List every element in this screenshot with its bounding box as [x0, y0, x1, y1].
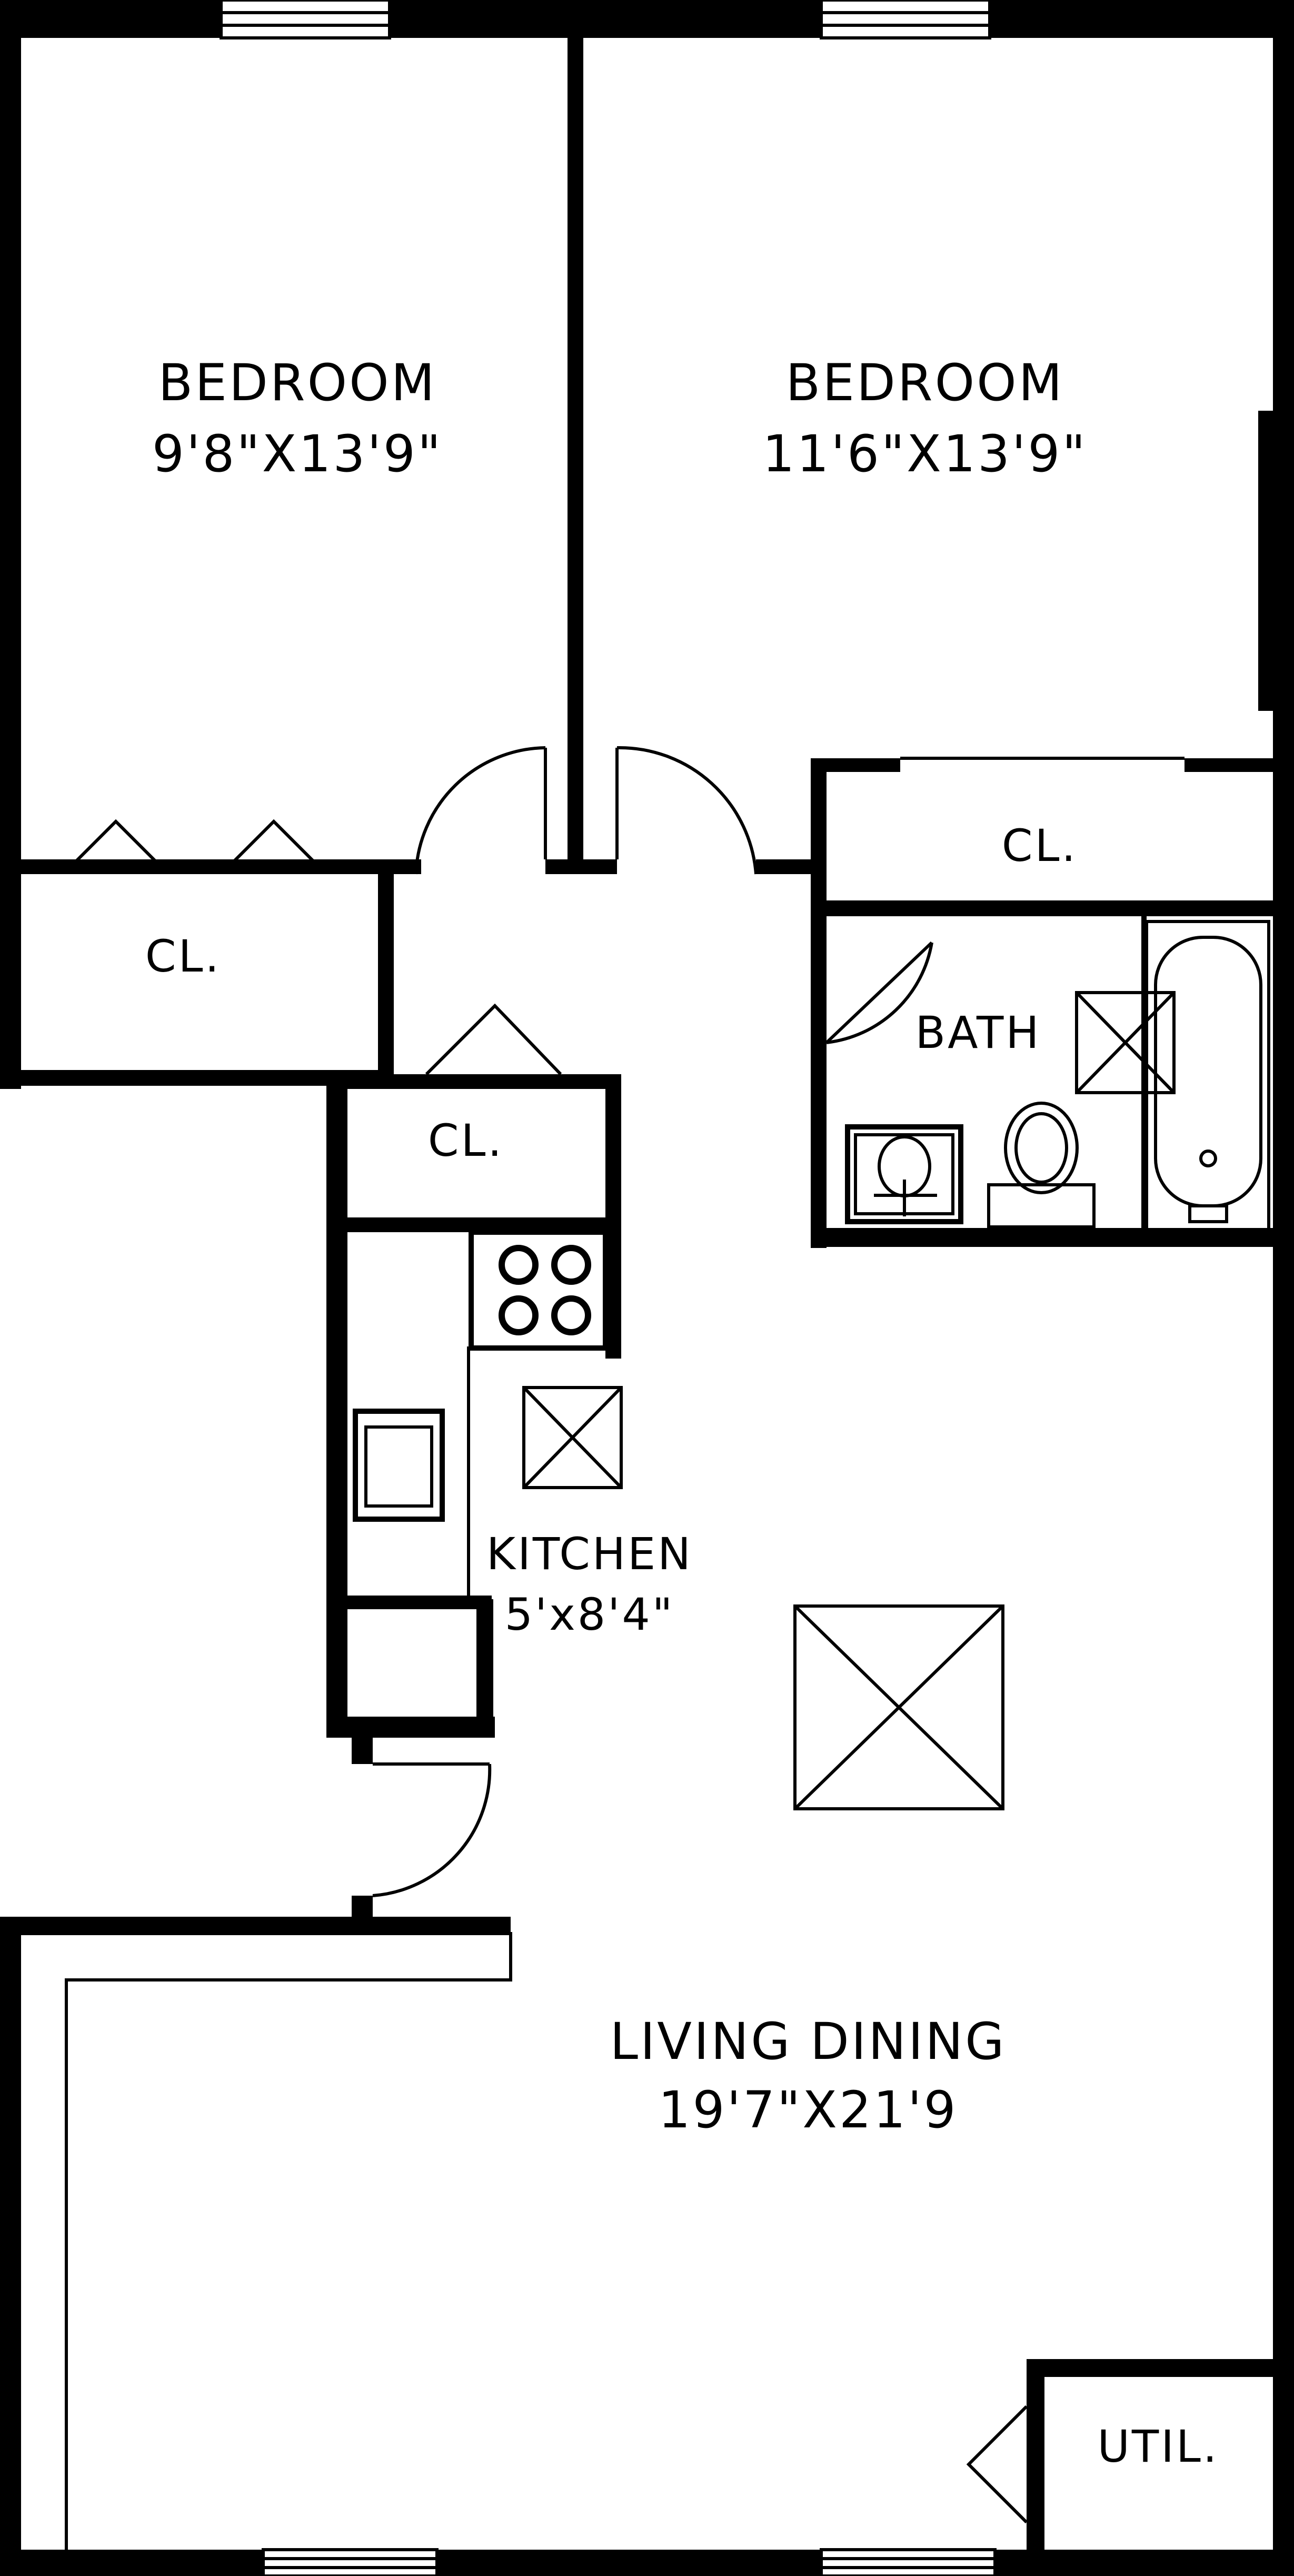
wall-left-closet-top: [0, 859, 421, 874]
label-living-name: LIVING DINING: [610, 2012, 1006, 2071]
window-bottom-left: [262, 2548, 439, 2576]
ceiling-light-kitchen: [522, 1386, 623, 1489]
room-labels: BEDROOM 9'8"X13'9" BEDROOM 11'6"X13'9" C…: [145, 353, 1219, 2472]
label-bath: BATH: [915, 1007, 1041, 1058]
window-top-right: [820, 0, 991, 39]
label-bedroom-right-size: 11'6"X13'9": [762, 424, 1087, 483]
label-closet-kitchen: CL.: [428, 1115, 504, 1166]
wall-entry-stub-top: [352, 1732, 373, 1764]
door-left-bedroom: [414, 746, 547, 875]
wall-kitchen-counter-right: [478, 1596, 492, 1717]
door-right-bedroom: [615, 746, 758, 875]
window-top-left: [220, 0, 391, 39]
fixtures: [353, 920, 1270, 1810]
wall-left-lower: [0, 1922, 21, 2576]
wall-hall-stub-left: [545, 859, 617, 874]
bathtub: [1145, 920, 1270, 1231]
refrigerator: [476, 1599, 493, 1718]
label-util: UTIL.: [1097, 2421, 1219, 2472]
doors: [72, 746, 1028, 2524]
wall-util-top: [1027, 2359, 1290, 2377]
wall-bath-left: [811, 900, 827, 1248]
label-closet-left: CL.: [145, 930, 221, 982]
kitchen-sink: [353, 1409, 445, 1522]
wall-lower-left-top: [0, 1917, 511, 1934]
ceiling-light-bath: [1075, 991, 1176, 1094]
wall-right-closet-bottom: [811, 900, 1285, 916]
window-bottom-right: [820, 2548, 997, 2576]
wall-top: [0, 0, 1294, 38]
wall-bath-divider: [1141, 916, 1147, 1232]
stove: [469, 1230, 608, 1351]
bifold-left-closet-a: [72, 819, 160, 865]
label-kitchen-name: KITCHEN: [486, 1528, 693, 1580]
ceiling-light-living: [793, 1604, 1004, 1810]
label-closet-right: CL.: [1002, 820, 1078, 871]
ledge-lower-left: [21, 1932, 512, 2550]
label-bedroom-left-name: BEDROOM: [158, 353, 436, 412]
wall-util-left: [1027, 2359, 1044, 2570]
windows: [220, 0, 997, 2576]
label-kitchen-size: 5'x8'4": [505, 1589, 675, 1640]
label-living-size: 19'7"X21'9: [658, 2080, 958, 2139]
bifold-kitchen-closet: [425, 1003, 562, 1076]
wall-bottom: [0, 2550, 1294, 2576]
wall-right: [1273, 0, 1294, 2576]
wall-right-closet-top-a: [811, 758, 900, 772]
wall-kitchen-counter-top: [337, 1596, 490, 1609]
wall-bedroom-divider: [568, 38, 583, 870]
door-bath: [825, 941, 933, 1044]
bifold-util: [966, 2405, 1028, 2524]
toilet: [987, 1102, 1096, 1228]
door-entry: [372, 1762, 492, 1897]
bifold-left-closet-b: [230, 819, 317, 865]
label-bedroom-left-size: 9'8"X13'9": [152, 424, 443, 483]
label-bedroom-right-name: BEDROOM: [785, 353, 1064, 412]
wall-kitchen-left: [326, 1074, 347, 1738]
wall-right-window-pier: [1258, 411, 1279, 711]
wall-kitchen-closet-top: [326, 1074, 621, 1089]
wall-hall-stub-right: [756, 859, 819, 874]
bath-sink: [845, 1124, 963, 1224]
wall-left-closet-right: [378, 859, 394, 1086]
wall-right-closet-top-b: [1184, 758, 1285, 772]
wall-left-upper: [0, 0, 21, 1089]
